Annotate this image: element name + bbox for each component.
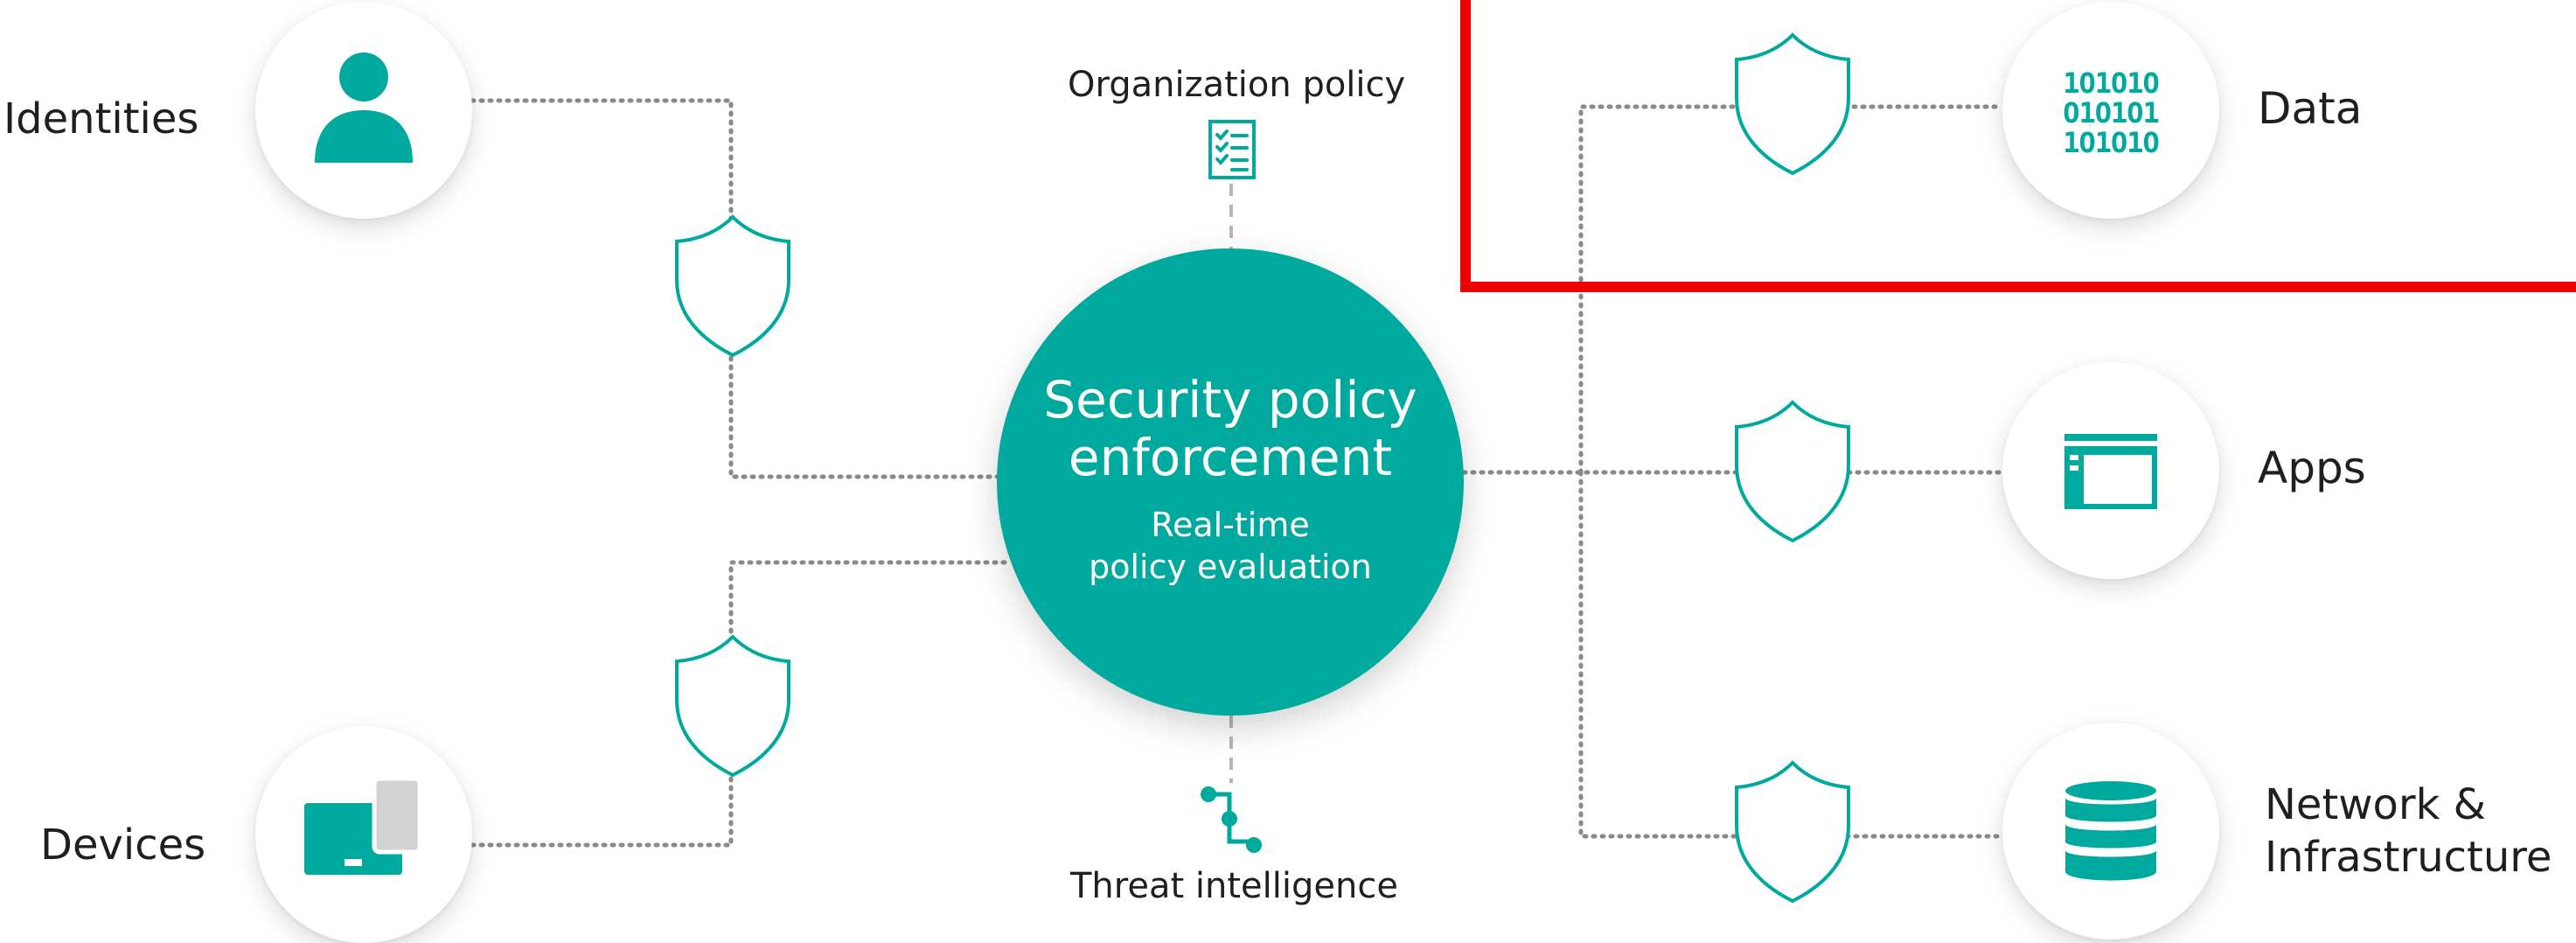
hub-title-line1: Security policy	[1043, 370, 1417, 430]
network-label-line1: Network &	[2265, 780, 2487, 829]
devices-node	[255, 726, 472, 943]
apps-node	[2002, 362, 2219, 579]
highlight-box	[1460, 0, 2576, 292]
apps-shield-icon	[1735, 400, 1850, 543]
app-window-icon	[2064, 434, 2157, 509]
apps-label: Apps	[2258, 443, 2366, 493]
identities-label: Identities	[3, 94, 199, 143]
hub-subtitle: Real-time policy evaluation	[997, 504, 1464, 588]
data-node: 1O1O1O O1O1O1 1O1O1O	[2002, 2, 2219, 219]
icon-gloss: person-icon	[0, 0, 5, 1]
data-shield-icon	[1735, 32, 1850, 176]
hub-title: Security policy enforcement	[997, 371, 1464, 486]
checklist-icon	[1208, 120, 1256, 179]
binary-row: 1O1O1O	[2063, 66, 2160, 100]
network-label-line2: Infrastructure	[2265, 833, 2552, 882]
identities-node	[255, 2, 472, 219]
binary-row: O1O1O1	[2063, 96, 2160, 129]
threat-intelligence-label: Threat intelligence	[1070, 866, 1398, 906]
data-label: Data	[2258, 83, 2363, 134]
database-icon	[2065, 781, 2156, 881]
binary-row: 1O1O1O	[2063, 126, 2160, 159]
network-node	[2002, 723, 2219, 940]
flow-icon	[1201, 786, 1262, 853]
identities-shield-icon	[675, 214, 790, 358]
binary-icon: 1O1O1O O1O1O1 1O1O1O	[2002, 68, 2219, 157]
network-label: Network & Infrastructure	[2265, 779, 2552, 884]
devices-icon	[304, 777, 422, 875]
hub-subtitle-line2: policy evaluation	[1089, 548, 1372, 586]
devices-shield-icon	[675, 634, 790, 778]
network-connector	[1578, 470, 2005, 839]
person-icon	[315, 52, 413, 163]
policy-enforcement-hub: Security policy enforcement Real-time po…	[997, 248, 1464, 716]
devices-label: Devices	[40, 821, 206, 870]
data-connector	[1578, 104, 2005, 475]
hub-title-line2: enforcement	[1068, 428, 1393, 487]
network-shield-icon	[1735, 760, 1850, 904]
organization-policy-label: Organization policy	[1068, 65, 1406, 105]
hub-subtitle-line1: Real-time	[1151, 506, 1310, 544]
